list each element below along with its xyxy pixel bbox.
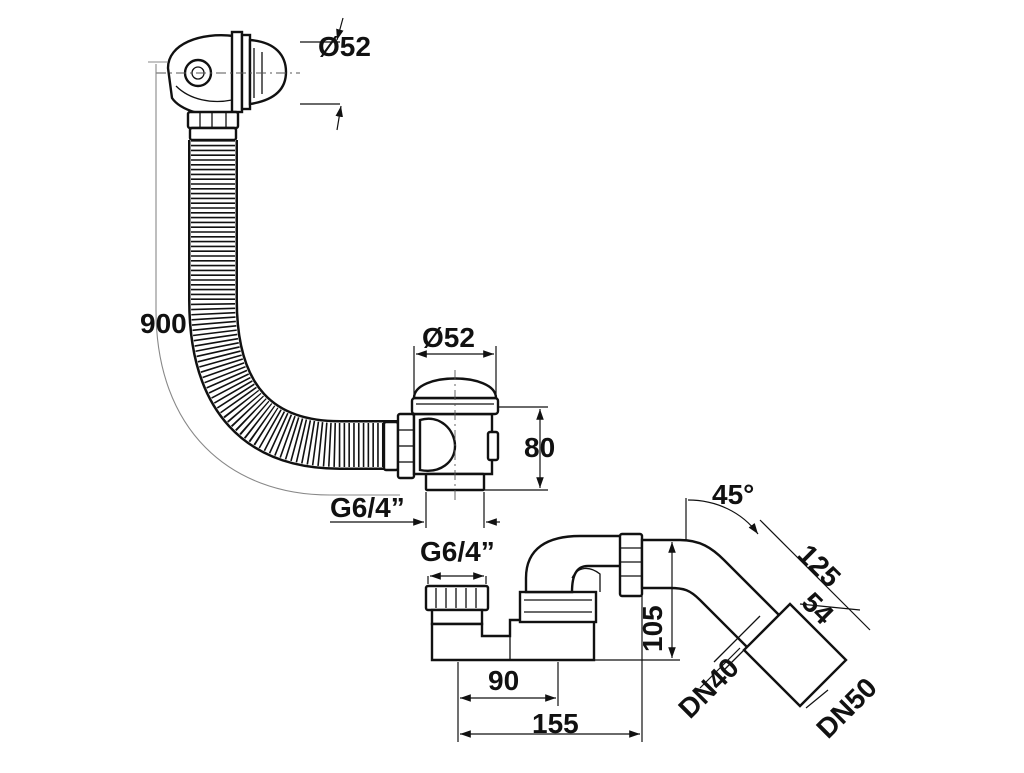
pipe-dn-small-label: DN40: [672, 652, 745, 725]
dimensions-drawing-1: [148, 17, 548, 528]
overflow-diameter-label: Ø52: [318, 31, 371, 62]
flexible-hose: [188, 140, 398, 470]
elbow-length-label: 125: [792, 538, 847, 593]
elbow-angle-label: 45°: [712, 479, 754, 510]
trap-height-label: 105: [637, 605, 668, 652]
trap-offset-long-label: 155: [532, 708, 579, 739]
hose-length-label: 900: [140, 308, 187, 339]
dimensions-drawing-2: [427, 498, 871, 742]
trap-assembly: [424, 532, 848, 708]
drain-body: [382, 370, 500, 500]
drain-thread-label: G6/4”: [330, 492, 405, 523]
trap-thread-label: G6/4”: [420, 536, 495, 567]
overflow-head: [156, 30, 300, 142]
trap-offset-short-label: 90: [488, 665, 519, 696]
drain-height-label: 80: [524, 432, 555, 463]
drain-diameter-label: Ø52: [422, 322, 475, 353]
